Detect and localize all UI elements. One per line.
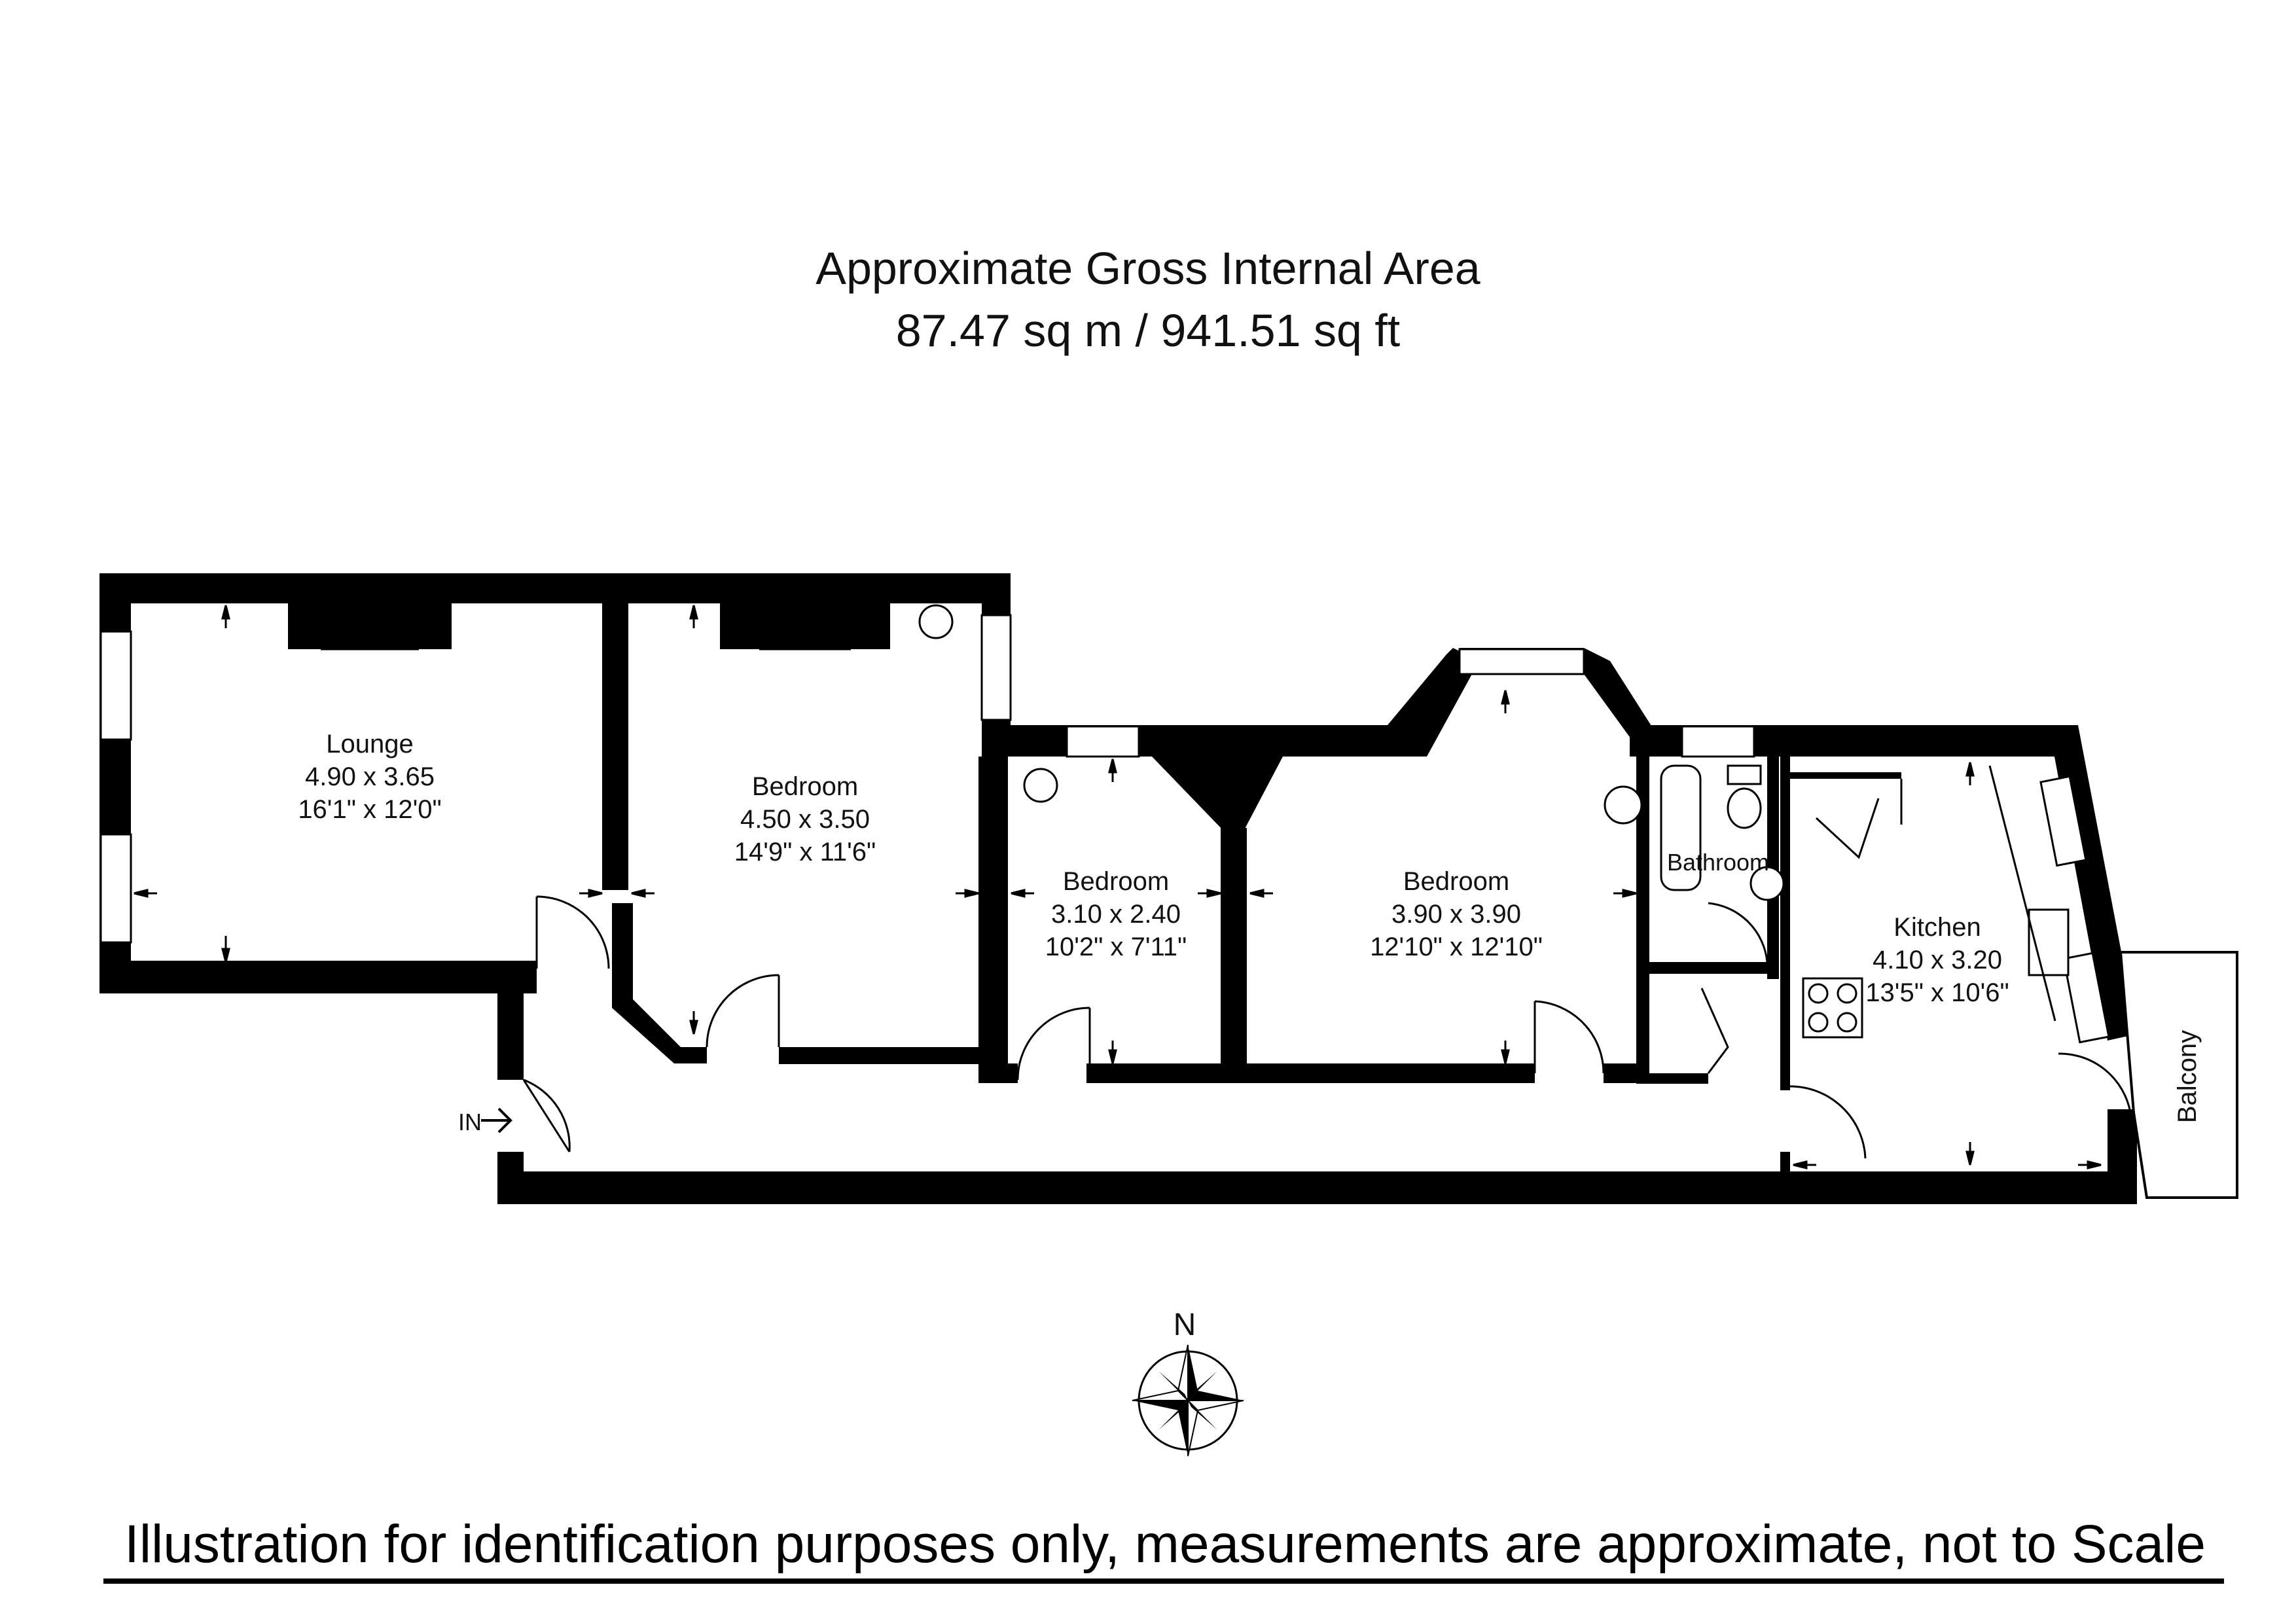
- door-lounge: [536, 895, 610, 969]
- wall-lounge-bedroom: [602, 602, 628, 890]
- kitchen-cupboard-top: [1790, 772, 1901, 779]
- door-entrance: [523, 1079, 571, 1152]
- worktop-line: [1988, 765, 2056, 1022]
- wall-hall-bottom: [497, 1171, 2130, 1204]
- room-kitchen-imperial: 13'5" x 10'6": [1865, 978, 2009, 1007]
- door-bedroom2: [1016, 1007, 1090, 1080]
- toilet-cistern-icon: [1727, 764, 1762, 785]
- fixtures: [918, 604, 2070, 1039]
- wall-kitchen-left: [1780, 757, 1790, 1090]
- room-lounge-metric: 4.90 x 3.65: [305, 762, 435, 791]
- room-balcony-name: Balcony: [2173, 1030, 2202, 1123]
- wall-bedroom2-bottom-left: [978, 1063, 1018, 1083]
- wall-bedroom2-bedroom3: [1221, 828, 1247, 1077]
- room-bedroom3-name: Bedroom: [1403, 867, 1509, 896]
- wall-v-divider: [1152, 757, 1283, 831]
- balcony: [2058, 951, 2238, 1199]
- basin-bathroom-icon: [1749, 866, 1785, 901]
- window-kitchen-lower: [2062, 952, 2110, 1044]
- bath-icon: [1660, 764, 1702, 891]
- windows: [99, 614, 2110, 1044]
- window-bay-left: [1399, 660, 1451, 730]
- toilet-icon: [1727, 787, 1762, 829]
- window-lounge-bottom: [99, 833, 132, 944]
- room-bedroom1-metric: 4.50 x 3.50: [740, 805, 870, 834]
- disclaimer: Illustration for identification purposes…: [124, 1514, 2206, 1574]
- compass-north-label: N: [1174, 1308, 1196, 1342]
- window-bay-right-inner: [1599, 670, 1644, 737]
- wall-bedroom2-bottom-right: [1086, 1063, 1247, 1083]
- door-bedroom3: [1534, 1000, 1605, 1074]
- entrance-label: IN: [458, 1109, 482, 1135]
- window-bedroom2: [1066, 725, 1140, 758]
- wall-bedroom3-bathroom: [1636, 757, 1649, 1084]
- door-bathroom: [1708, 902, 1768, 963]
- entrance-arrow-icon: [481, 1107, 512, 1133]
- wall-bedroom1-angled: [612, 995, 707, 1063]
- bay-left-angle: [1388, 648, 1479, 757]
- wall-hall-left-upper: [497, 991, 524, 1080]
- room-bedroom3-imperial: 12'10" x 12'10": [1370, 933, 1543, 961]
- wall-top-front: [99, 573, 1011, 603]
- door-balcony: [2058, 1052, 2132, 1113]
- plan-area: 87.47 sq m / 941.51 sq ft: [895, 305, 1401, 356]
- room-kitchen-name: Kitchen: [1893, 913, 1981, 942]
- room-bedroom1-name: Bedroom: [752, 772, 858, 801]
- wall-kitchen-hall: [1780, 1152, 1790, 1178]
- plan-title: Approximate Gross Internal Area: [816, 243, 1480, 294]
- window-bathroom: [1681, 725, 1755, 758]
- window-bay-left-inner: [1409, 667, 1461, 737]
- bay-windows: [321, 648, 1654, 737]
- window-bay-right: [1609, 664, 1654, 730]
- room-bedroom2-name: Bedroom: [1063, 867, 1169, 896]
- disclaimer-underline: [103, 1578, 2224, 1584]
- room-lounge-imperial: 16'1" x 12'0": [298, 795, 441, 824]
- bedroom1-chimney: [720, 602, 890, 649]
- room-labels: Lounge 4.90 x 3.65 16'1" x 12'0" Bedroom…: [298, 730, 2202, 1123]
- room-bedroom2-metric: 3.10 x 2.40: [1051, 900, 1181, 929]
- wall-top-middle: [982, 725, 1401, 757]
- window-bedroom1: [980, 614, 1012, 721]
- dimension-arrows: [134, 605, 2102, 1169]
- door-bedroom1: [706, 974, 780, 1048]
- lounge-chimney: [288, 602, 452, 649]
- window-kitchen-upper: [2039, 775, 2087, 867]
- wall-lounge-bottom: [99, 961, 537, 993]
- room-bathroom-name: Bathroom: [1667, 849, 1769, 876]
- window-lounge-top: [99, 630, 132, 741]
- kitchen-cupboard-door: [1815, 798, 1880, 859]
- wall-bathroom-bottom: [1649, 962, 1767, 974]
- wall-bedroom1-bedroom2: [978, 757, 1008, 1077]
- door-kitchen: [1789, 1085, 1867, 1159]
- wall-bedroom1-bottom: [779, 1047, 982, 1064]
- wall-lounge-bedroom-lower: [612, 903, 633, 1008]
- room-kitchen-metric: 4.10 x 3.20: [1873, 946, 2002, 974]
- room-bedroom2-imperial: 10'2" x 7'11": [1045, 933, 1187, 961]
- wall-bedroom3-bottom: [1247, 1063, 1535, 1083]
- door-cupboard: [1700, 988, 1729, 1074]
- wall-kitchen-bottom-right: [2108, 1109, 2137, 1204]
- wall-cupboard-bottom: [1649, 1073, 1708, 1084]
- window-bay-center: [1458, 648, 1585, 675]
- basin-bedroom2-icon: [1023, 768, 1058, 803]
- doors: [522, 779, 1903, 1159]
- room-bedroom3-metric: 3.90 x 3.90: [1391, 900, 1521, 929]
- room-bedroom1-imperial: 14'9" x 11'6": [734, 838, 876, 866]
- basin-bedroom1-icon: [918, 604, 954, 639]
- compass-rose-icon: N: [1132, 1308, 1244, 1457]
- room-lounge-name: Lounge: [326, 730, 413, 758]
- basin-bedroom3-icon: [1604, 785, 1643, 825]
